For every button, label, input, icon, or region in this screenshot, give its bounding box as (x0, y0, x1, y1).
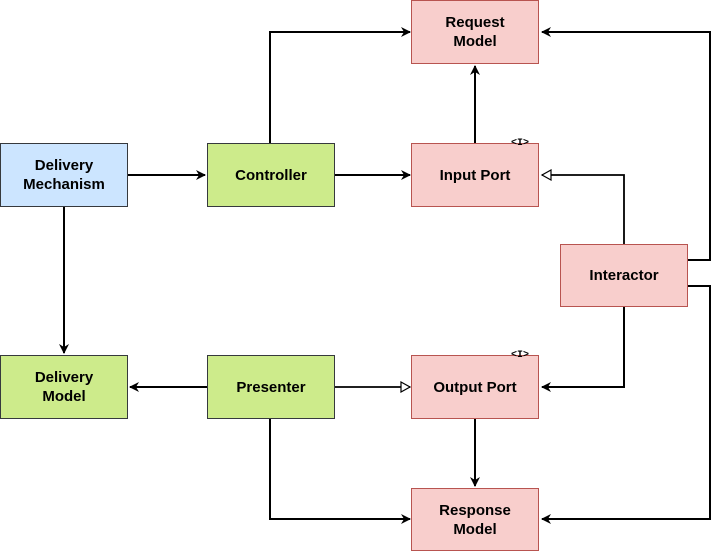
controller-label: Controller (235, 166, 307, 184)
presenter-label: Presenter (236, 378, 306, 396)
presenter-box: Presenter (207, 355, 335, 419)
edge-presenter-to-response-model (269, 419, 411, 524)
input-port-label: Input Port (439, 166, 511, 184)
interactor-label: Interactor (589, 267, 659, 284)
delivery-model-label: Delivery Model (34, 369, 94, 405)
interactor-box: Interactor (560, 244, 688, 307)
delivery-mechanism-label: Delivery Mechanism (23, 157, 105, 193)
request-model-label: Request Model (445, 14, 505, 50)
input-port-box: Input Port (411, 143, 539, 207)
request-model-box: Request Model (411, 0, 539, 64)
response-model-label: Response Model (439, 501, 511, 538)
edge-interactor-to-response-model (541, 285, 711, 524)
delivery-mechanism-box: Delivery Mechanism (0, 143, 128, 207)
controller-box: Controller (207, 143, 335, 207)
output-port-box: Output Port (411, 355, 539, 419)
edge-interactor-to-request-model (541, 27, 711, 261)
output-port-interface-marker: <I> (511, 350, 530, 361)
delivery-model-box: Delivery Model (0, 355, 128, 419)
edge-controller-to-request-model (269, 27, 411, 143)
output-port-label: Output Port (433, 378, 517, 396)
response-model-box: Response Model (411, 488, 539, 551)
input-port-interface-marker: <I> (511, 138, 530, 149)
edge-interactor-to-output-port (541, 307, 625, 392)
edge-interactor-to-input-port (542, 175, 625, 244)
